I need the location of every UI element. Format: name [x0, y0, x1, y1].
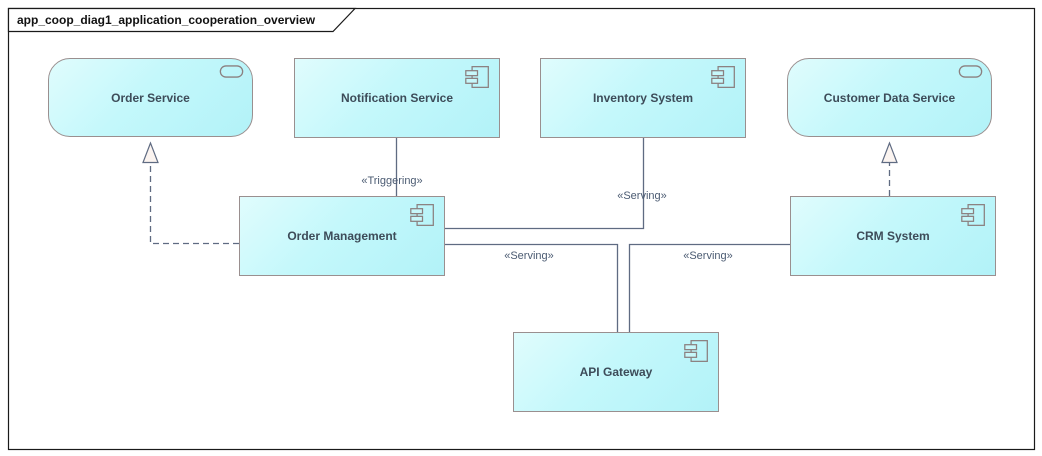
- node-api-gateway[interactable]: API Gateway: [513, 332, 719, 412]
- node-notification-service[interactable]: Notification Service: [294, 58, 500, 138]
- connector-label-serving-order-management[interactable]: «Serving»: [504, 250, 554, 262]
- node-crm-system[interactable]: CRM System: [790, 196, 996, 276]
- realization-triangle-arrowhead: [142, 141, 159, 164]
- node-label: Notification Service: [340, 91, 454, 105]
- node-label: CRM System: [856, 229, 930, 243]
- component-icon: [684, 340, 708, 362]
- node-label: Order Service: [111, 90, 190, 105]
- component-icon: [465, 66, 489, 88]
- component-icon: [711, 66, 735, 88]
- title-tab: [7, 7, 357, 33]
- component-icon: [410, 204, 434, 226]
- node-inventory-system[interactable]: Inventory System: [540, 58, 746, 138]
- service-pill-icon: [219, 65, 244, 78]
- realization-triangle-arrowhead: [881, 141, 898, 164]
- frame-border: [7, 7, 1036, 451]
- node-label: Customer Data Service: [823, 90, 956, 105]
- service-pill-icon: [958, 65, 983, 78]
- connector-label-triggering[interactable]: «Triggering»: [361, 175, 423, 187]
- diagram-title: app_coop_diag1_application_cooperation_o…: [17, 13, 316, 27]
- connector-label-serving-crm[interactable]: «Serving»: [683, 250, 733, 262]
- node-order-management[interactable]: Order Management: [239, 196, 445, 276]
- node-order-service[interactable]: Order Service: [48, 58, 253, 137]
- node-label: API Gateway: [579, 365, 653, 379]
- connector-realization-order-management-to-order-service[interactable]: [149, 163, 240, 245]
- node-label: Order Management: [287, 229, 397, 243]
- node-label: Inventory System: [592, 91, 694, 105]
- connector-serving-inventory-to-order-management[interactable]: [445, 138, 645, 230]
- node-customer-data-service[interactable]: Customer Data Service: [787, 58, 992, 137]
- connector-label-serving-inventory[interactable]: «Serving»: [617, 190, 667, 202]
- connector-serving-crm-to-api-gateway[interactable]: [628, 243, 791, 333]
- connector-serving-order-management-to-api-gateway[interactable]: [445, 243, 619, 333]
- component-icon: [961, 204, 985, 226]
